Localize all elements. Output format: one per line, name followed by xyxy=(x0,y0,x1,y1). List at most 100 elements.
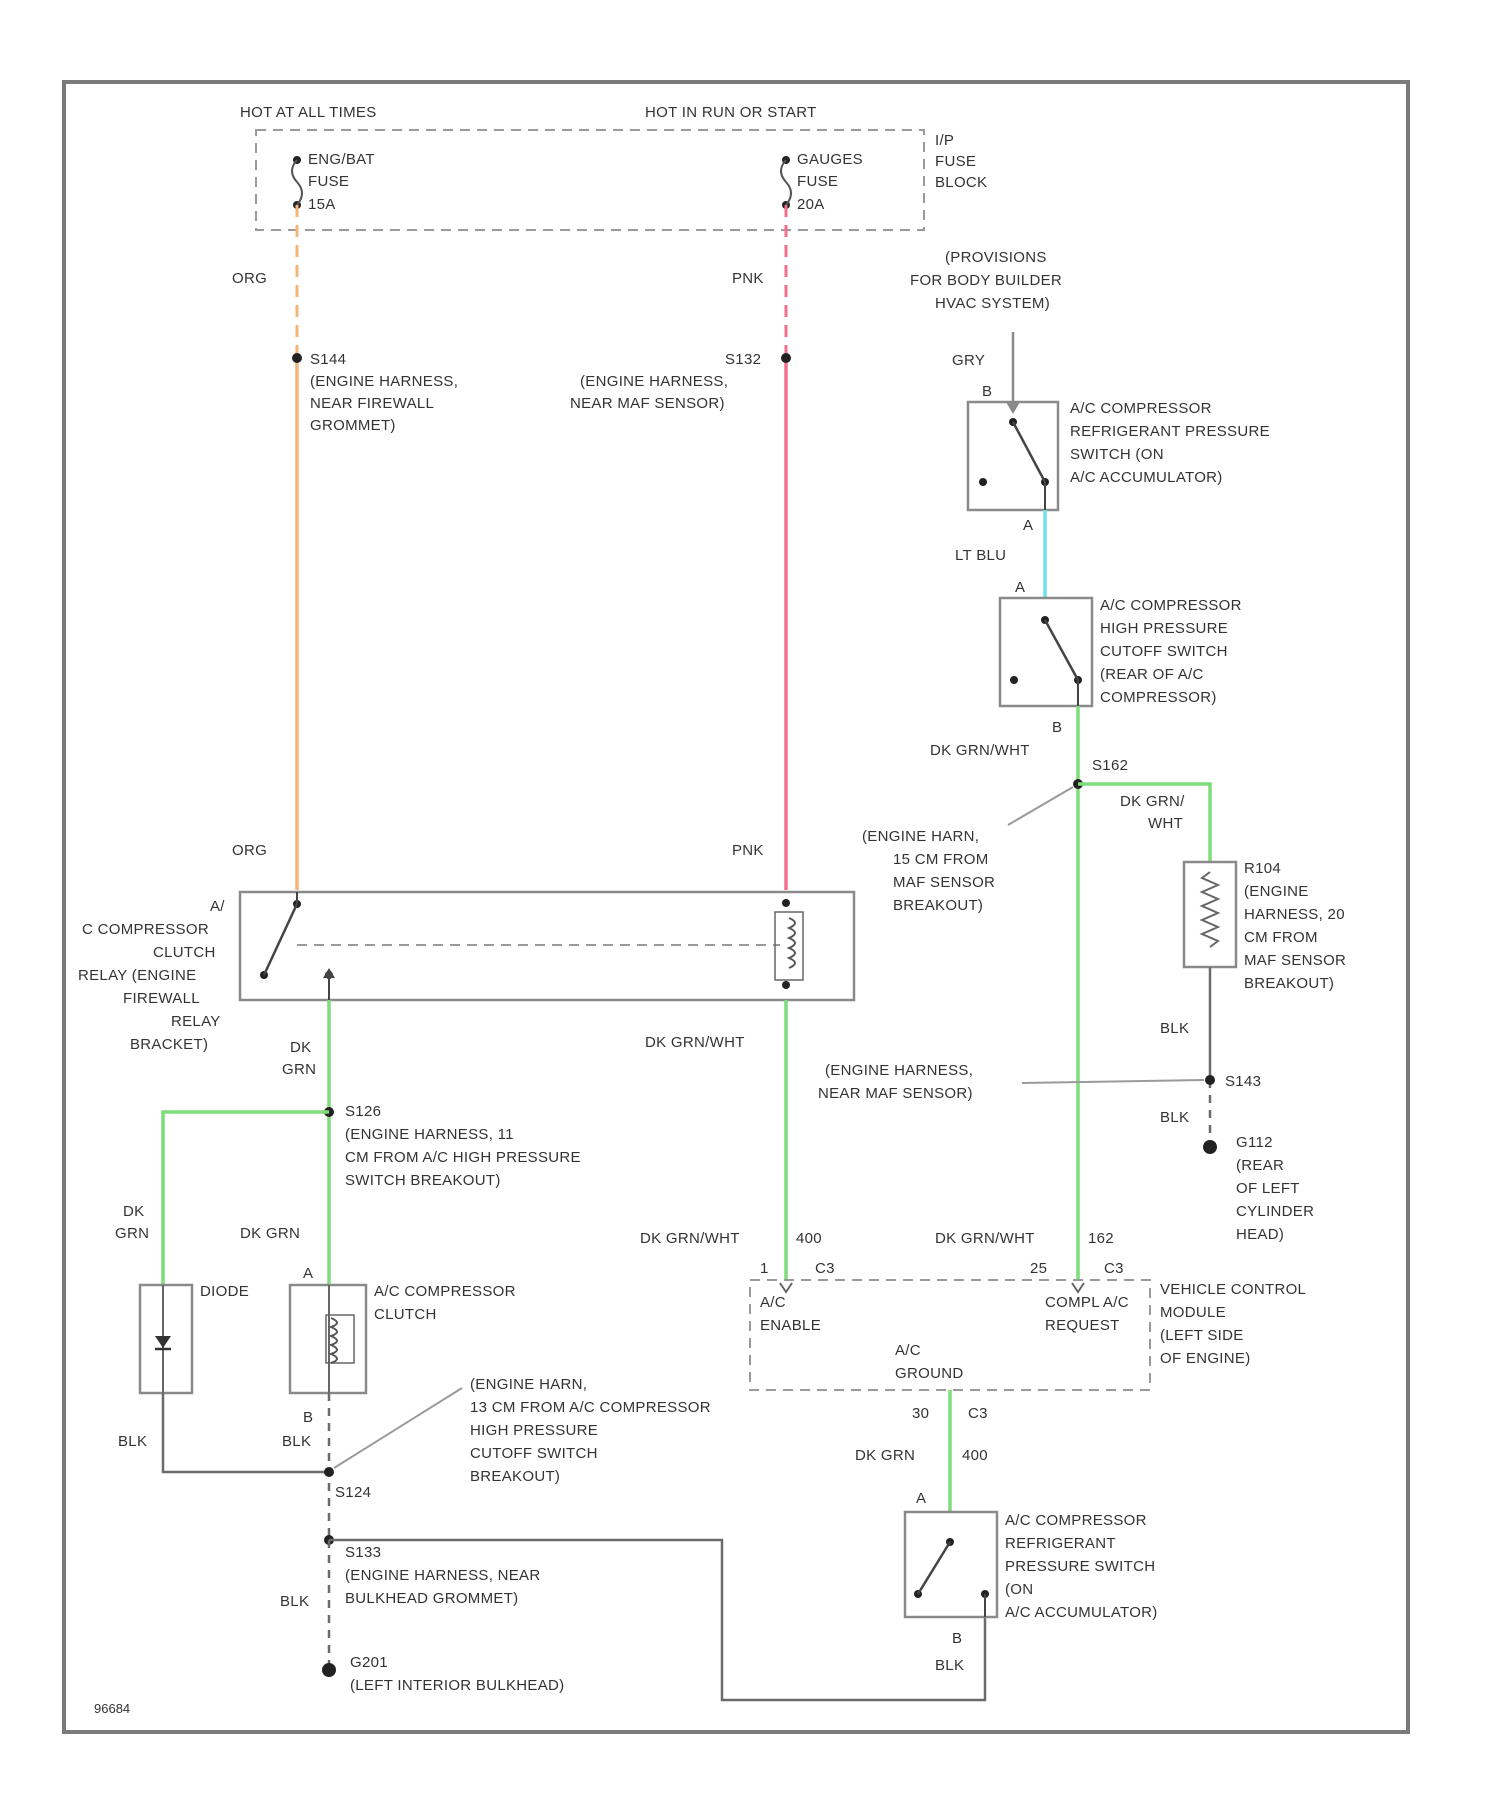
blk-label-ground-g201: BLK xyxy=(280,1593,309,1610)
lower-switch-pin-b: B xyxy=(952,1630,962,1647)
splice-s143-note: (ENGINE HARNESS, NEAR MAF SENSOR) xyxy=(818,1062,973,1102)
high-pressure-cutoff-switch xyxy=(1000,598,1092,706)
dk-grn-wht-label-upper: DK GRN/WHT xyxy=(930,742,1030,759)
cycling-switch-label: A/C COMPRESSOR REFRIGERANT PRESSURE SWIT… xyxy=(1070,400,1270,486)
ground-g112-dot xyxy=(1203,1140,1217,1154)
gauges-fuse: GAUGES FUSE 20A xyxy=(781,151,863,213)
svg-text:HIGH PRESSURE: HIGH PRESSURE xyxy=(470,1422,598,1439)
dk-grn-label-relay-2: GRN xyxy=(282,1061,316,1078)
splice-s133-label: S133 (ENGINE HARNESS, NEAR BULKHEAD GROM… xyxy=(345,1544,541,1607)
dk-grn-label-relay-1: DK xyxy=(290,1039,311,1056)
fuse-block-label-1: I/P xyxy=(935,132,954,149)
svg-text:(ENGINE HARN,: (ENGINE HARN, xyxy=(470,1376,587,1393)
dk-grn-label-diode-1: DK xyxy=(123,1203,144,1220)
svg-text:A/C: A/C xyxy=(895,1342,921,1359)
svg-text:A/C COMPRESSOR: A/C COMPRESSOR xyxy=(1070,400,1212,417)
svg-text:(ENGINE HARNESS,: (ENGINE HARNESS, xyxy=(580,373,728,390)
svg-text:RELAY: RELAY xyxy=(171,1013,221,1030)
svg-text:GROUND: GROUND xyxy=(895,1365,963,1382)
svg-text:FOR BODY BUILDER: FOR BODY BUILDER xyxy=(910,272,1062,289)
org-wire: ORG ORG xyxy=(232,205,297,890)
svg-text:REFRIGERANT PRESSURE: REFRIGERANT PRESSURE xyxy=(1070,423,1270,440)
svg-text:CLUTCH: CLUTCH xyxy=(374,1306,437,1323)
svg-text:MAF SENSOR: MAF SENSOR xyxy=(1244,952,1346,969)
svg-text:(REAR OF A/C: (REAR OF A/C xyxy=(1100,666,1204,683)
svg-text:(ENGINE: (ENGINE xyxy=(1244,883,1309,900)
splice-s132-dot xyxy=(781,353,791,363)
blk-label-ground: BLK xyxy=(1160,1109,1189,1126)
high-pressure-switch-label: A/C COMPRESSOR HIGH PRESSURE CUTOFF SWIT… xyxy=(1100,597,1242,706)
clutch-label: A/C COMPRESSOR CLUTCH xyxy=(374,1283,516,1323)
vcm-ac-ground-label: A/C GROUND xyxy=(895,1342,963,1382)
svg-text:(ON: (ON xyxy=(1005,1581,1033,1598)
provisions-label: (PROVISIONS FOR BODY BUILDER HVAC SYSTEM… xyxy=(910,249,1062,312)
svg-text:MODULE: MODULE xyxy=(1160,1304,1226,1321)
svg-text:CLUTCH: CLUTCH xyxy=(153,944,216,961)
lt-blu-label: LT BLU xyxy=(955,547,1006,564)
dk-grn-label-clutch: DK GRN xyxy=(240,1225,300,1242)
svg-text:A/C COMPRESSOR: A/C COMPRESSOR xyxy=(374,1283,516,1300)
svg-text:COMPL A/C: COMPL A/C xyxy=(1045,1294,1129,1311)
svg-text:SWITCH BREAKOUT): SWITCH BREAKOUT) xyxy=(345,1172,501,1189)
svg-text:BREAKOUT): BREAKOUT) xyxy=(1244,975,1334,992)
svg-text:G201: G201 xyxy=(350,1654,388,1671)
svg-text:(ENGINE HARNESS,: (ENGINE HARNESS, xyxy=(310,373,458,390)
svg-text:S132: S132 xyxy=(725,351,761,368)
gry-label: GRY xyxy=(952,352,985,369)
vcm-pin-1: 1 xyxy=(760,1260,769,1277)
svg-text:VEHICLE CONTROL: VEHICLE CONTROL xyxy=(1160,1281,1306,1298)
splice-s143-leader xyxy=(1022,1080,1204,1083)
vcm-pin-30: 30 xyxy=(912,1405,929,1422)
splice-s124-leader xyxy=(334,1388,462,1468)
vcm-connector-c3-right: C3 xyxy=(1104,1260,1124,1277)
vcm-connector-c3-bottom: C3 xyxy=(968,1405,988,1422)
high-pressure-switch-pin-b: B xyxy=(1052,719,1062,736)
svg-text:HEAD): HEAD) xyxy=(1236,1226,1284,1243)
svg-text:BULKHEAD GROMMET): BULKHEAD GROMMET) xyxy=(345,1590,518,1607)
vcm-label: VEHICLE CONTROL MODULE (LEFT SIDE OF ENG… xyxy=(1160,1281,1306,1367)
vcm-pin-25-marker xyxy=(1072,1283,1084,1292)
svg-text:15 CM FROM: 15 CM FROM xyxy=(893,851,989,868)
svg-text:S126: S126 xyxy=(345,1103,381,1120)
dk-grn-wht-label-vcm-right: DK GRN/WHT xyxy=(935,1230,1035,1247)
svg-text:NEAR FIREWALL: NEAR FIREWALL xyxy=(310,395,434,412)
svg-text:A/C COMPRESSOR: A/C COMPRESSOR xyxy=(1005,1512,1147,1529)
hot-in-run-or-start-label: HOT IN RUN OR START xyxy=(645,104,817,121)
svg-text:R104: R104 xyxy=(1244,860,1281,877)
splice-s143-label: S143 xyxy=(1225,1073,1261,1090)
svg-text:BRACKET): BRACKET) xyxy=(130,1036,208,1053)
splice-s162-label: S162 xyxy=(1092,757,1128,774)
svg-text:S144: S144 xyxy=(310,351,346,368)
svg-text:PRESSURE SWITCH: PRESSURE SWITCH xyxy=(1005,1558,1155,1575)
resistor-label: R104 (ENGINE HARNESS, 20 CM FROM MAF SEN… xyxy=(1244,860,1346,992)
fuse-block-label-2: FUSE xyxy=(935,153,976,170)
circuit-400-label-lower: 400 xyxy=(962,1447,988,1464)
dk-grn-wht-label-relay: DK GRN/WHT xyxy=(645,1034,745,1051)
splice-s126-label: S126 (ENGINE HARNESS, 11 CM FROM A/C HIG… xyxy=(345,1103,581,1189)
relay-label: A/ C COMPRESSOR CLUTCH RELAY (ENGINE FIR… xyxy=(78,898,225,1053)
circuit-162-label: 162 xyxy=(1088,1230,1114,1247)
dk-grn-wht-label-vcm-left: DK GRN/WHT xyxy=(640,1230,740,1247)
svg-text:CYLINDER: CYLINDER xyxy=(1236,1203,1314,1220)
lower-refrigerant-pressure-switch xyxy=(905,1512,997,1617)
svg-text:15A: 15A xyxy=(308,196,336,213)
splice-s124-note: (ENGINE HARN, 13 CM FROM A/C COMPRESSOR … xyxy=(470,1376,711,1485)
ground-g201-label: G201 (LEFT INTERIOR BULKHEAD) xyxy=(350,1654,564,1694)
compressor-clutch xyxy=(290,1285,366,1393)
clutch-pin-b: B xyxy=(303,1409,313,1426)
blk-label-clutch: BLK xyxy=(282,1433,311,1450)
circuit-400-label-upper: 400 xyxy=(796,1230,822,1247)
svg-text:OF LEFT: OF LEFT xyxy=(1236,1180,1300,1197)
svg-text:G112: G112 xyxy=(1236,1134,1273,1151)
svg-text:(ENGINE HARNESS,: (ENGINE HARNESS, xyxy=(825,1062,973,1079)
svg-text:CUTOFF SWITCH: CUTOFF SWITCH xyxy=(470,1445,598,1462)
svg-text:REFRIGERANT: REFRIGERANT xyxy=(1005,1535,1116,1552)
provisions-arrow xyxy=(1006,402,1020,414)
splice-s162-note: (ENGINE HARN, 15 CM FROM MAF SENSOR BREA… xyxy=(862,828,995,914)
svg-text:S133: S133 xyxy=(345,1544,381,1561)
svg-text:FUSE: FUSE xyxy=(797,173,838,190)
svg-text:PNK: PNK xyxy=(732,842,764,859)
svg-text:MAF SENSOR: MAF SENSOR xyxy=(893,874,995,891)
vcm-ac-enable-label: A/C ENABLE xyxy=(760,1294,821,1334)
